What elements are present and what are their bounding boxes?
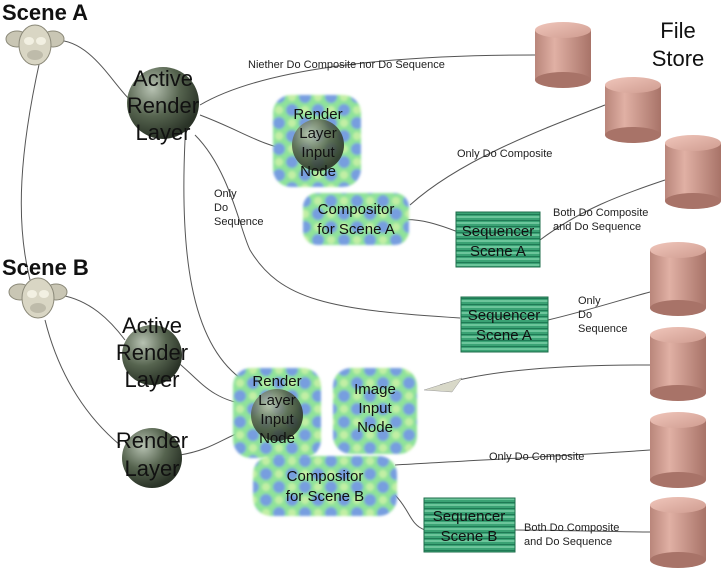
- edge-label-only-composite-b: Only Do Composite: [489, 451, 584, 463]
- connector-neither-to-filestore: [199, 54, 536, 106]
- edge-label-both-a-line1: Both Do Composite: [553, 207, 648, 219]
- cylinder-4-icon: [650, 242, 706, 316]
- rl-input-b-line3: Input: [260, 411, 294, 428]
- cylinder-3-icon: [665, 135, 721, 209]
- cylinder-2-icon: [605, 77, 661, 143]
- connector-scene-a-to-active-render-layer-a: [54, 39, 131, 101]
- edge-label-only-sequence-a2-line1: Only: [578, 295, 601, 307]
- scene-b-label: Scene B: [2, 255, 89, 280]
- connector-compositor-b-only-composite: [394, 449, 651, 466]
- compositor-b-line1: Compositor: [287, 468, 364, 485]
- connector-active-a-only-sequence: [194, 134, 461, 319]
- connector-filestore-to-image-input: [439, 364, 651, 386]
- render-layer-input-node-a: Render Layer Input Node: [273, 95, 361, 187]
- image-input-line3: Node: [357, 419, 393, 436]
- connector-sequencer-a2-only-sequence: [547, 291, 651, 321]
- image-input-line2: Input: [358, 400, 392, 417]
- file-store-cylinders: [535, 22, 721, 568]
- cylinder-1-icon: [535, 22, 591, 88]
- file-store-line1: File: [660, 18, 695, 43]
- render-layer-b: Render Layer: [116, 428, 188, 488]
- render-layer-b-line2: Layer: [124, 456, 179, 481]
- connector-active-a-to-rl-input-b: [183, 139, 241, 379]
- render-layer-input-node-b: Render Layer Input Node: [233, 368, 321, 458]
- compositor-scene-b: Compositor for Scene B: [253, 456, 397, 516]
- sequencer-b-line1: Sequencer: [433, 508, 506, 525]
- image-input-line1: Image: [354, 381, 396, 398]
- edge-label-both-a-line2: and Do Sequence: [553, 221, 641, 233]
- sequencer-a2-line2: Scene A: [476, 327, 532, 344]
- sequencer-a1-line2: Scene A: [470, 243, 526, 260]
- compositor-scene-a: Compositor for Scene A: [303, 193, 409, 245]
- edge-label-both-b-line2: and Do Sequence: [524, 536, 612, 548]
- active-render-layer-b-line2: Render: [116, 340, 188, 365]
- edge-label-only-sequence-a2-line3: Sequence: [578, 323, 628, 335]
- active-render-layer-a-line3: Layer: [135, 120, 190, 145]
- rl-input-a-line1: Render: [293, 106, 342, 123]
- render-layer-b-line1: Render: [116, 428, 188, 453]
- file-store-line2: Store: [652, 46, 705, 71]
- connector-sequencer-a-both: [539, 179, 666, 241]
- edge-label-both-b-line1: Both Do Composite: [524, 522, 619, 534]
- compositor-a-line1: Compositor: [318, 201, 395, 218]
- scene-a-monkey-icon: [5, 24, 65, 66]
- active-render-layer-b: Active Render Layer: [116, 313, 188, 392]
- connector-scene-b-to-render-layer-b: [44, 319, 121, 446]
- rl-input-a-line3: Input: [301, 144, 335, 161]
- rl-input-b-line4: Node: [259, 430, 295, 447]
- active-render-layer-b-line3: Layer: [124, 367, 179, 392]
- compositor-a-line2: for Scene A: [317, 221, 395, 238]
- sequencer-scene-b: Sequencer Scene B: [423, 497, 516, 553]
- image-input-node-b: Image Input Node: [333, 368, 417, 454]
- cylinder-7-icon: [650, 497, 706, 568]
- sequencer-a1-line1: Sequencer: [462, 223, 535, 240]
- connector-sequencer-b-both: [514, 529, 651, 533]
- edge-label-only-sequence-a-line3: Sequence: [214, 216, 264, 228]
- active-render-layer-a-line2: Render: [127, 93, 199, 118]
- rl-input-b-line2: Layer: [258, 392, 296, 409]
- sequencer-scene-a-middle: Sequencer Scene A: [460, 296, 549, 353]
- edge-label-only-sequence-a2-line2: Do: [578, 309, 592, 321]
- connector-compositor-a-only-composite: [409, 104, 606, 206]
- connector-scene-b-to-active-b: [59, 294, 126, 341]
- active-render-layer-a-line1: Active: [133, 66, 193, 91]
- active-render-layer-a: Active Render Layer: [127, 66, 199, 145]
- cylinder-5-icon: [650, 327, 706, 401]
- edge-label-neither: Niether Do Composite nor Do Sequence: [248, 59, 445, 71]
- rl-input-a-line2: Layer: [299, 125, 337, 142]
- active-render-layer-b-line1: Active: [122, 313, 182, 338]
- edge-label-only-sequence-a-line2: Do: [214, 202, 228, 214]
- rl-input-b-line1: Render: [252, 373, 301, 390]
- edge-label-only-sequence-a-line1: Only: [214, 188, 237, 200]
- edge-label-only-composite-a: Only Do Composite: [457, 148, 552, 160]
- connector-scene-a-to-scene-b: [20, 59, 41, 281]
- sequencer-b-line2: Scene B: [441, 528, 498, 545]
- scene-b-monkey-icon: [8, 277, 68, 319]
- sequencer-a2-line1: Sequencer: [468, 307, 541, 324]
- cylinder-6-icon: [650, 412, 706, 488]
- sequencer-scene-a-top: Sequencer Scene A: [455, 211, 541, 268]
- arrow-head: [423, 377, 463, 393]
- scene-a-label: Scene A: [2, 0, 88, 25]
- connector-compositor-b-to-sequencer-b: [394, 494, 426, 531]
- rl-input-a-line4: Node: [300, 163, 336, 180]
- compositor-b-line2: for Scene B: [286, 488, 364, 505]
